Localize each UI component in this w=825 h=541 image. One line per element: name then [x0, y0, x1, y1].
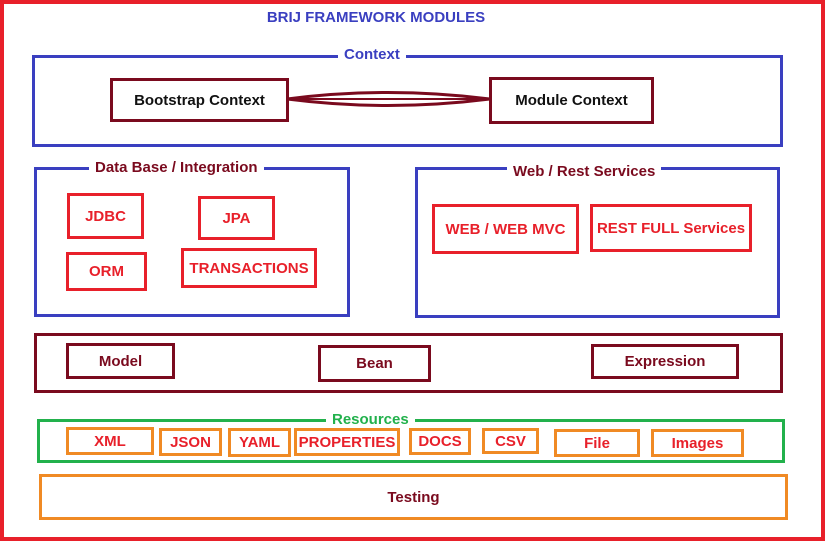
resources-label: Resources	[326, 411, 415, 428]
context-connector	[287, 91, 490, 107]
testing-box: Testing	[39, 474, 788, 520]
xml-box: XML	[66, 427, 154, 455]
expression-box: Expression	[591, 344, 739, 379]
docs-box: DOCS	[409, 428, 471, 455]
database-integration-label: Data Base / Integration	[89, 159, 264, 176]
web-rest-services-label: Web / Rest Services	[507, 163, 662, 180]
orm-box: ORM	[66, 252, 147, 291]
properties-box: PROPERTIES	[294, 428, 400, 456]
diagram-title: BRIJ FRAMEWORK MODULES	[266, 9, 486, 26]
module-context-box: Module Context	[489, 77, 654, 124]
core-group	[34, 333, 783, 393]
bean-box: Bean	[318, 345, 431, 382]
file-box: File	[554, 429, 640, 457]
transactions-box: TRANSACTIONS	[181, 248, 317, 288]
web-mvc-box: WEB / WEB MVC	[432, 204, 579, 254]
images-box: Images	[651, 429, 744, 457]
database-integration-group: Data Base / Integration	[34, 159, 350, 317]
model-box: Model	[66, 343, 175, 379]
context-group: Context	[32, 46, 783, 147]
resources-group: Resources	[37, 411, 785, 463]
jpa-box: JPA	[198, 196, 275, 240]
context-group-label: Context	[338, 46, 406, 63]
rest-full-services-box: REST FULL Services	[590, 204, 752, 252]
web-rest-services-group: Web / Rest Services	[415, 163, 780, 318]
json-box: JSON	[159, 428, 222, 456]
yaml-box: YAML	[228, 428, 291, 457]
jdbc-box: JDBC	[67, 193, 144, 239]
bootstrap-context-box: Bootstrap Context	[110, 78, 289, 122]
csv-box: CSV	[482, 428, 539, 454]
